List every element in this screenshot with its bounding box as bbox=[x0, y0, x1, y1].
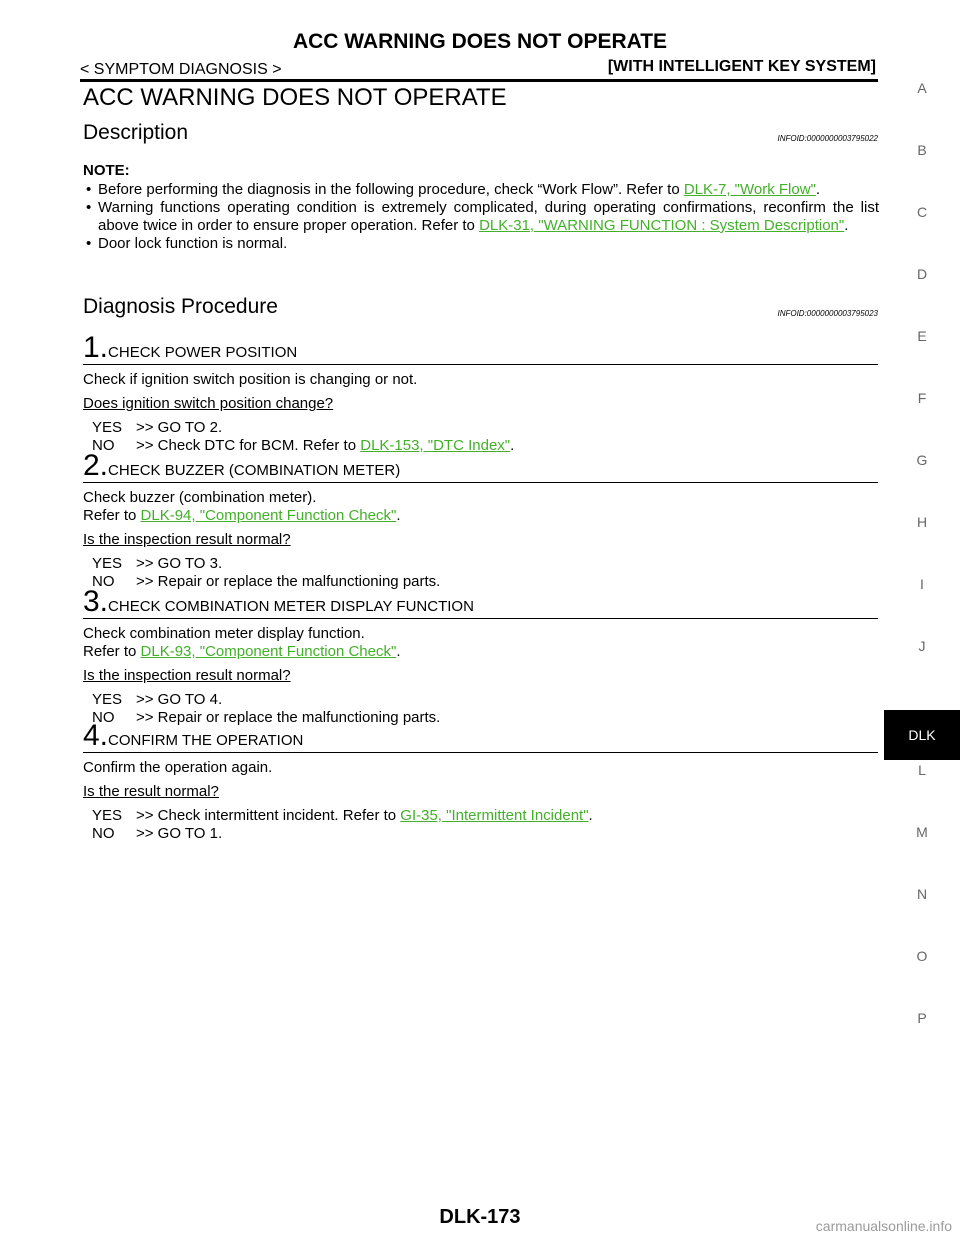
tab-m[interactable]: M bbox=[916, 824, 928, 840]
step-3-divider bbox=[83, 618, 878, 619]
step-3-yes: YES>> GO TO 4. bbox=[92, 691, 223, 708]
step-1-title: CHECK POWER POSITION bbox=[108, 344, 298, 361]
note-item-door-lock: Door lock function is normal. bbox=[83, 235, 879, 253]
step-4-no: NO>> GO TO 1. bbox=[92, 825, 223, 842]
note-label: NOTE: bbox=[83, 162, 130, 179]
page-title: ACC WARNING DOES NOT OPERATE bbox=[83, 84, 507, 111]
link-dlk-93-component-function-check[interactable]: DLK-93, "Component Function Check" bbox=[140, 643, 397, 660]
step-3-number: 3. bbox=[83, 585, 109, 618]
step-2-number: 2. bbox=[83, 449, 109, 482]
link-dlk-153-dtc-index[interactable]: DLK-153, "DTC Index" bbox=[360, 437, 511, 454]
step-1-no: NO>> Check DTC for BCM. Refer to DLK-153… bbox=[92, 437, 515, 454]
step-3-header: 3.CHECK COMBINATION METER DISPLAY FUNCTI… bbox=[83, 585, 878, 618]
tab-h[interactable]: H bbox=[916, 514, 928, 530]
step-1-header: 1.CHECK POWER POSITION bbox=[83, 331, 878, 364]
tab-a[interactable]: A bbox=[917, 80, 927, 96]
step-1-divider bbox=[83, 364, 878, 365]
step-4-title: CONFIRM THE OPERATION bbox=[108, 732, 304, 749]
tab-p[interactable]: P bbox=[917, 1010, 927, 1026]
running-header-title: ACC WARNING DOES NOT OPERATE bbox=[292, 30, 668, 53]
procedure-heading: Diagnosis Procedure bbox=[83, 295, 278, 318]
link-dlk-31-warning-function[interactable]: DLK-31, "WARNING FUNCTION : System Descr… bbox=[479, 217, 845, 234]
step-3-question: Is the inspection result normal? bbox=[83, 667, 291, 684]
link-gi-35-intermittent-incident[interactable]: GI-35, "Intermittent Incident" bbox=[400, 807, 589, 824]
step-2-header: 2.CHECK BUZZER (COMBINATION METER) bbox=[83, 449, 878, 482]
step-4-instruction: Confirm the operation again. bbox=[83, 759, 273, 776]
step-3-title: CHECK COMBINATION METER DISPLAY FUNCTION bbox=[108, 598, 474, 615]
tab-g[interactable]: G bbox=[916, 452, 928, 468]
tab-e[interactable]: E bbox=[917, 328, 927, 344]
note-list: Before performing the diagnosis in the f… bbox=[83, 181, 879, 253]
watermark: carmanualsonline.info bbox=[815, 1218, 952, 1234]
note-item-work-flow: Before performing the diagnosis in the f… bbox=[83, 181, 879, 199]
step-2-divider bbox=[83, 482, 878, 483]
tab-c[interactable]: C bbox=[916, 204, 928, 220]
breadcrumb: < SYMPTOM DIAGNOSIS > bbox=[80, 61, 282, 78]
tab-o[interactable]: O bbox=[916, 948, 928, 964]
step-3-reference: Refer to DLK-93, "Component Function Che… bbox=[83, 643, 401, 660]
note-item-warning-function: Warning functions operating condition is… bbox=[83, 199, 879, 235]
link-dlk-94-component-function-check[interactable]: DLK-94, "Component Function Check" bbox=[140, 507, 397, 524]
tab-b[interactable]: B bbox=[917, 142, 927, 158]
step-1: 1.CHECK POWER POSITION Check if ignition… bbox=[83, 331, 878, 455]
step-3-answers: YES>> GO TO 4. NO>> Repair or replace th… bbox=[83, 691, 878, 727]
tab-f[interactable]: F bbox=[917, 390, 927, 406]
step-1-question: Does ignition switch position change? bbox=[83, 395, 334, 412]
procedure-infoid: INFOID:0000000003795023 bbox=[777, 309, 878, 318]
step-1-number: 1. bbox=[83, 331, 109, 364]
link-dlk-7-work-flow[interactable]: DLK-7, "Work Flow" bbox=[683, 181, 816, 198]
tab-j[interactable]: J bbox=[918, 638, 926, 654]
step-1-instruction: Check if ignition switch position is cha… bbox=[83, 371, 418, 388]
step-1-yes: YES>> GO TO 2. bbox=[92, 419, 223, 436]
step-2-instruction: Check buzzer (combination meter). bbox=[83, 489, 317, 506]
description-heading: Description bbox=[83, 121, 189, 144]
step-4: 4.CONFIRM THE OPERATION Confirm the oper… bbox=[83, 719, 878, 843]
step-2-question: Is the inspection result normal? bbox=[83, 531, 291, 548]
step-4-answers: YES>> Check intermittent incident. Refer… bbox=[83, 807, 878, 843]
step-4-divider bbox=[83, 752, 878, 753]
step-1-answers: YES>> GO TO 2. NO>> Check DTC for BCM. R… bbox=[83, 419, 878, 455]
header-divider bbox=[80, 79, 878, 82]
step-2: 2.CHECK BUZZER (COMBINATION METER) Check… bbox=[83, 449, 878, 591]
step-4-question: Is the result normal? bbox=[83, 783, 219, 800]
system-label: [WITH INTELLIGENT KEY SYSTEM] bbox=[607, 58, 876, 75]
tab-d[interactable]: D bbox=[916, 266, 928, 282]
tab-dlk-active[interactable]: DLK bbox=[884, 710, 960, 760]
step-4-number: 4. bbox=[83, 719, 109, 752]
tab-l[interactable]: L bbox=[918, 762, 926, 778]
page-number: DLK-173 bbox=[439, 1206, 521, 1228]
description-infoid: INFOID:0000000003795022 bbox=[777, 134, 878, 143]
step-3: 3.CHECK COMBINATION METER DISPLAY FUNCTI… bbox=[83, 585, 878, 727]
tab-n[interactable]: N bbox=[916, 886, 928, 902]
step-3-instruction: Check combination meter display function… bbox=[83, 625, 365, 642]
tab-i[interactable]: I bbox=[920, 576, 924, 592]
step-2-answers: YES>> GO TO 3. NO>> Repair or replace th… bbox=[83, 555, 878, 591]
step-2-reference: Refer to DLK-94, "Component Function Che… bbox=[83, 507, 401, 524]
step-2-title: CHECK BUZZER (COMBINATION METER) bbox=[108, 462, 401, 479]
step-2-yes: YES>> GO TO 3. bbox=[92, 555, 223, 572]
step-3-no: NO>> Repair or replace the malfunctionin… bbox=[92, 709, 441, 726]
step-4-header: 4.CONFIRM THE OPERATION bbox=[83, 719, 878, 752]
step-4-yes: YES>> Check intermittent incident. Refer… bbox=[92, 807, 593, 824]
step-2-no: NO>> Repair or replace the malfunctionin… bbox=[92, 573, 441, 590]
